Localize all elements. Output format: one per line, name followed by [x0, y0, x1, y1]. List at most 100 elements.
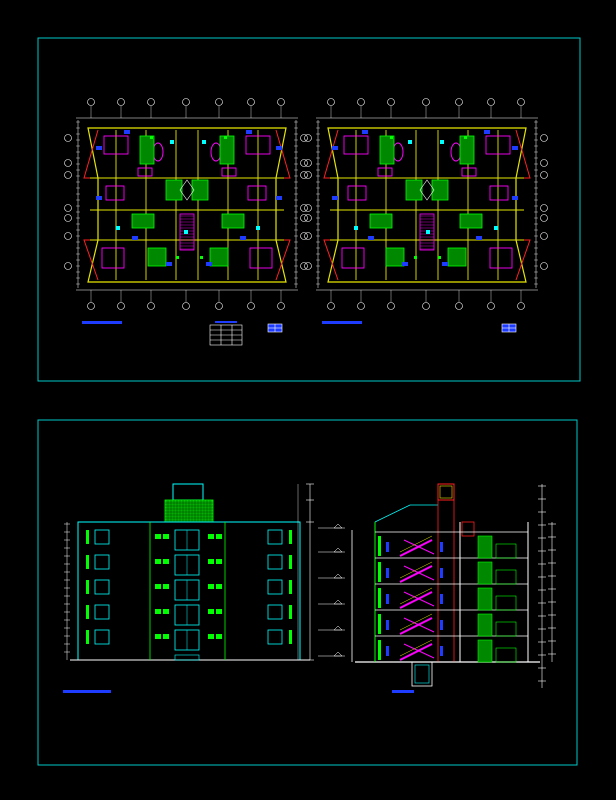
level-triangle — [333, 651, 343, 657]
section-door — [440, 594, 443, 604]
stairwell — [419, 213, 435, 251]
elevation-strip — [289, 605, 292, 619]
plans-sheet-frame — [37, 37, 581, 382]
elevation-sheet-frame — [37, 419, 578, 766]
kitchen-fixture — [459, 135, 475, 165]
section-door — [440, 568, 443, 578]
small-window — [216, 584, 222, 589]
bathtub — [152, 142, 164, 162]
wing-wall — [275, 239, 291, 281]
grid-bubble-bottom — [117, 302, 125, 310]
window-mark — [96, 196, 102, 200]
room-furniture — [495, 569, 517, 585]
grid-bubble-top — [215, 98, 223, 106]
small-window — [216, 609, 222, 614]
grid-bubble-top — [117, 98, 125, 106]
window-mark — [96, 146, 102, 150]
grid-bubble-bottom — [455, 302, 463, 310]
railing — [399, 639, 433, 657]
stairwell — [179, 213, 195, 251]
furniture — [221, 167, 237, 177]
room-furniture — [495, 647, 517, 663]
stair-flight — [403, 591, 435, 607]
window-mark — [276, 146, 282, 150]
grid-bubble-side — [540, 214, 548, 222]
furniture — [137, 167, 153, 177]
small-window — [155, 534, 161, 539]
grid-bubble-side — [64, 171, 72, 179]
grid-bubble-side — [540, 232, 548, 240]
small-window — [216, 534, 222, 539]
stair-flight — [399, 539, 433, 557]
kitchen-fixture — [369, 213, 393, 229]
furniture — [347, 185, 367, 201]
section-door — [386, 620, 389, 630]
grid-bubble-side — [64, 262, 72, 270]
fixture-tag — [414, 256, 417, 259]
wing-wall — [83, 129, 99, 179]
grid-bubble-side — [300, 232, 308, 240]
window-mark — [124, 130, 130, 134]
grid-bubble-side — [540, 134, 548, 142]
room-fixture — [477, 613, 493, 637]
grid-bubble-bottom — [327, 302, 335, 310]
elevation-strip — [289, 555, 292, 569]
room-fixture — [477, 561, 493, 585]
window-mark — [132, 236, 138, 240]
grid-bubble-bottom — [387, 302, 395, 310]
wing-wall — [515, 239, 531, 281]
railing — [399, 535, 433, 553]
kitchen-fixture — [209, 247, 229, 267]
small-window — [163, 534, 169, 539]
kitchen-fixture — [139, 135, 155, 165]
bathtub — [450, 142, 462, 162]
kitchen-fixture — [147, 247, 167, 267]
section-door — [440, 620, 443, 630]
grid-bubble-bottom — [247, 302, 255, 310]
fixture-mark — [202, 140, 206, 144]
wing-wall — [275, 129, 291, 179]
stair-flight — [399, 643, 433, 661]
wing-wall — [83, 239, 99, 281]
fixture-mark — [184, 230, 188, 234]
fixture-tag — [438, 256, 441, 259]
wing-wall — [323, 129, 339, 179]
room-furniture — [495, 543, 517, 559]
level-triangle — [333, 625, 343, 631]
grid-bubble-side — [304, 214, 312, 222]
elevation-window — [267, 579, 283, 595]
grid-bubble-side — [300, 262, 308, 270]
grid-bubble-top — [277, 98, 285, 106]
wing-wall — [323, 239, 339, 281]
grid-bubble-side — [64, 214, 72, 222]
room-fixture — [477, 587, 493, 611]
stair-flight — [403, 617, 435, 633]
elevation-strip — [86, 580, 89, 594]
grid-bubble-side — [304, 134, 312, 142]
exterior-wall — [87, 127, 287, 283]
small-window — [208, 534, 214, 539]
furniture — [103, 135, 129, 155]
level-triangle — [333, 547, 343, 553]
window-mark — [368, 236, 374, 240]
basement-pit — [411, 661, 433, 687]
window-mark — [402, 262, 408, 266]
exterior-wall — [327, 127, 527, 283]
grid-bubble-top — [517, 98, 525, 106]
window-mark — [442, 262, 448, 266]
elevation-strip — [86, 555, 89, 569]
kitchen-fixture — [191, 179, 209, 201]
small-window — [163, 634, 169, 639]
window-mark — [246, 130, 252, 134]
kitchen-fixture — [219, 135, 235, 165]
grid-bubble-side — [304, 204, 312, 212]
bathtub — [210, 142, 222, 162]
small-window — [163, 584, 169, 589]
building-section — [351, 483, 540, 687]
grid-bubble-bottom — [215, 302, 223, 310]
section-window — [378, 536, 381, 556]
window-mark — [276, 196, 282, 200]
elevation-window — [267, 554, 283, 570]
furniture — [461, 167, 477, 177]
railing — [399, 613, 433, 631]
